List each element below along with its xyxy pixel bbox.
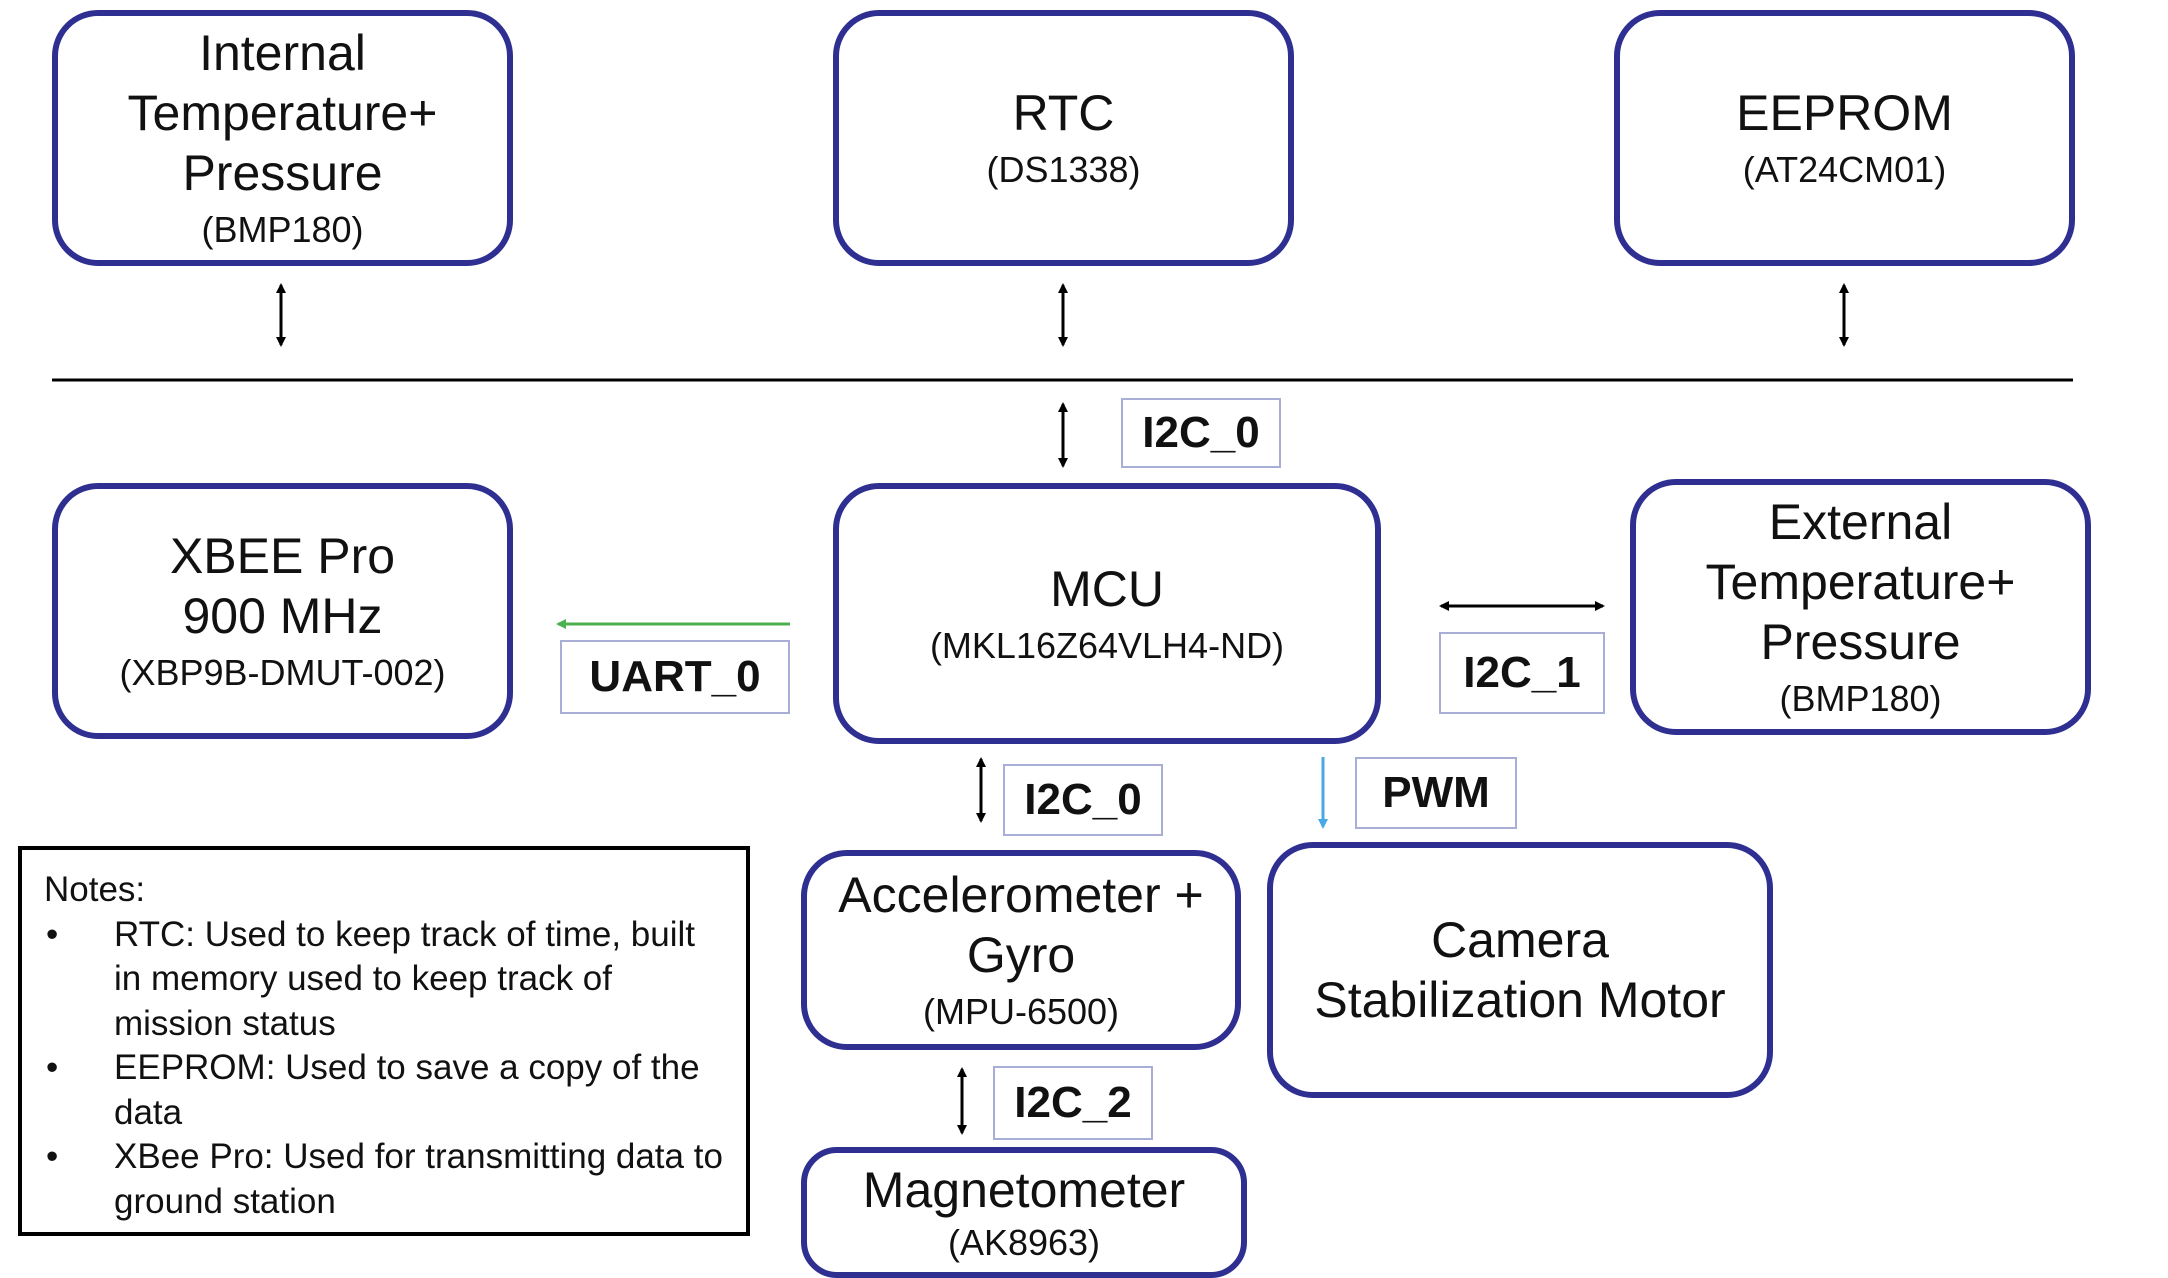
i2c0-bus-label: I2C_0 xyxy=(1121,398,1281,468)
block-part-number: (AT24CM01) xyxy=(1742,149,1947,190)
notes-list: • RTC: Used to keep track of time, built … xyxy=(44,913,728,1225)
eeprom-block: EEPROM (AT24CM01) xyxy=(1614,10,2075,266)
pwm-label: PWM xyxy=(1355,757,1517,829)
block-title: Internal Temperature+ Pressure xyxy=(127,25,438,201)
block-title: EEPROM xyxy=(1736,85,1953,141)
note-item: • RTC: Used to keep track of time, built … xyxy=(44,913,728,1047)
block-title: External Temperature+ Pressure xyxy=(1705,494,2016,670)
i2c0-accel-label: I2C_0 xyxy=(1003,764,1163,836)
block-title: XBEE Pro 900 MHz xyxy=(169,528,396,644)
rtc-block: RTC (DS1338) xyxy=(833,10,1294,266)
bullet: • xyxy=(46,1048,59,1087)
i2c1-label: I2C_1 xyxy=(1439,632,1605,714)
i2c2-label: I2C_2 xyxy=(993,1066,1153,1140)
block-part-number: (MPU-6500) xyxy=(922,991,1120,1032)
camera-stabilization-motor-block: Camera Stabilization Motor xyxy=(1267,842,1773,1098)
note-item: • XBee Pro: Used for transmitting data to… xyxy=(44,1135,728,1224)
bullet: • xyxy=(46,1137,59,1176)
external-temp-pressure-block: External Temperature+ Pressure (BMP180) xyxy=(1630,479,2091,735)
note-text: XBee Pro: Used for transmitting data to … xyxy=(114,1137,723,1221)
magnetometer-block: Magnetometer (AK8963) xyxy=(801,1147,1247,1278)
mcu-block: MCU (MKL16Z64VLH4-ND) xyxy=(833,483,1381,744)
note-text: RTC: Used to keep track of time, built i… xyxy=(114,914,695,1043)
xbee-block: XBEE Pro 900 MHz (XBP9B-DMUT-002) xyxy=(52,483,513,739)
notes-heading: Notes: xyxy=(44,870,146,909)
block-title: RTC xyxy=(1012,85,1115,141)
block-part-number: (BMP180) xyxy=(201,209,364,250)
block-part-number: (DS1338) xyxy=(986,149,1141,190)
block-part-number: (BMP180) xyxy=(1779,678,1942,719)
internal-temp-pressure-block: Internal Temperature+ Pressure (BMP180) xyxy=(52,10,513,266)
note-text: EEPROM: Used to save a copy of the data xyxy=(114,1048,700,1132)
notes-box: Notes: • RTC: Used to keep track of time,… xyxy=(18,846,750,1236)
block-part-number: (XBP9B-DMUT-002) xyxy=(119,652,446,693)
block-part-number: (AK8963) xyxy=(947,1221,1101,1263)
block-title: Accelerometer + Gyro xyxy=(838,867,1204,983)
block-title: MCU xyxy=(1050,560,1164,617)
block-part-number: (MKL16Z64VLH4-ND) xyxy=(929,624,1285,666)
block-title: Camera Stabilization Motor xyxy=(1314,912,1726,1028)
bullet: • xyxy=(46,914,59,954)
block-title: Magnetometer xyxy=(862,1161,1186,1218)
note-item: • EEPROM: Used to save a copy of the data xyxy=(44,1046,728,1135)
accelerometer-gyro-block: Accelerometer + Gyro (MPU-6500) xyxy=(801,850,1241,1050)
uart0-label: UART_0 xyxy=(560,640,790,714)
